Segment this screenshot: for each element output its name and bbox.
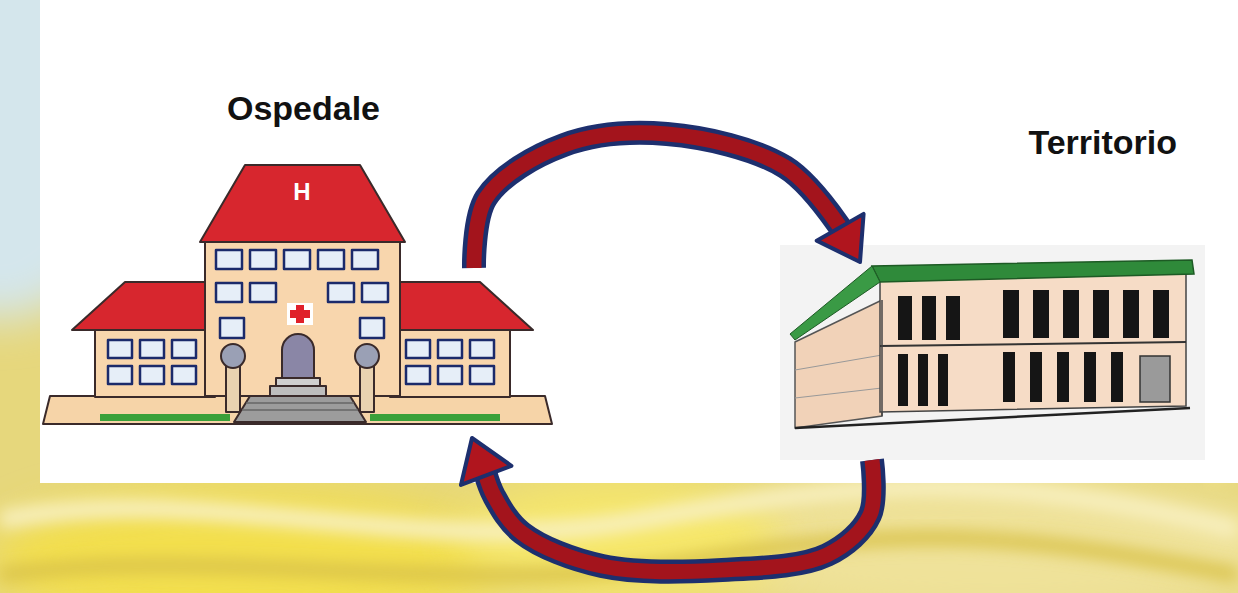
building-illustration-part-part bbox=[1030, 352, 1042, 402]
building-illustration bbox=[780, 245, 1205, 460]
hospital-illustration-part bbox=[270, 386, 326, 396]
arrow-outline bbox=[485, 460, 874, 572]
building-node: Ospedale bbox=[40, 88, 567, 430]
hospital-illustration-part bbox=[360, 362, 374, 412]
building-illustration-part-part bbox=[946, 296, 960, 340]
blurred-ground-part bbox=[0, 488, 1238, 532]
hospital-illustration-part-part bbox=[284, 250, 310, 269]
hospital-illustration-part-part bbox=[140, 366, 164, 384]
roof-letter: H bbox=[293, 180, 310, 204]
hospital-illustration-part bbox=[43, 396, 552, 424]
hospital-illustration-part-part bbox=[216, 283, 242, 302]
hospital-illustration-part bbox=[108, 250, 494, 384]
cycle-arrow bbox=[461, 438, 874, 572]
hospital-illustration-part bbox=[234, 396, 366, 422]
hospital-illustration-part bbox=[226, 362, 240, 412]
arrow-outline bbox=[474, 133, 842, 268]
hospital-illustration-part-part bbox=[108, 340, 132, 358]
building-illustration-part-part bbox=[1123, 290, 1139, 338]
hospital-illustration-part bbox=[200, 165, 405, 242]
building-node: Territorio bbox=[775, 122, 1222, 460]
hospital-illustration-part-part bbox=[362, 283, 388, 302]
building-illustration-part bbox=[898, 290, 1169, 406]
arrow-head bbox=[461, 438, 511, 485]
hospital-illustration-part-part bbox=[406, 340, 430, 358]
building-illustration-part bbox=[795, 355, 882, 370]
building-illustration-part-part bbox=[1063, 290, 1079, 338]
hospital-illustration-part bbox=[287, 303, 313, 325]
hospital-illustration-part-part bbox=[360, 318, 384, 338]
building-illustration-part-part bbox=[1033, 290, 1049, 338]
building-illustration-part-part bbox=[1003, 290, 1019, 338]
arrow-body bbox=[485, 460, 874, 572]
building-illustration-part bbox=[780, 245, 1205, 460]
building-illustration-part bbox=[880, 272, 1186, 412]
hospital-illustration-part-part bbox=[470, 366, 494, 384]
hospital-illustration-part bbox=[95, 325, 215, 397]
arrow-head bbox=[817, 214, 864, 262]
arrow-body bbox=[474, 133, 842, 268]
building-illustration-part-part bbox=[898, 354, 908, 406]
hospital-illustration-part bbox=[100, 414, 230, 421]
building-illustration-part bbox=[1140, 356, 1170, 402]
hospital-illustration-part bbox=[246, 402, 354, 404]
hospital-illustration-part-part bbox=[172, 340, 196, 358]
hospital-illustration-part-part bbox=[352, 250, 378, 269]
hospital-illustration-part-part bbox=[250, 283, 276, 302]
building-illustration-part bbox=[795, 408, 1190, 428]
hospital-illustration-part-part bbox=[328, 283, 354, 302]
building-illustration-part-part bbox=[938, 354, 948, 406]
hospital-illustration-part bbox=[390, 325, 510, 397]
hospital-illustration-part-part bbox=[318, 250, 344, 269]
building-illustration-part-part bbox=[898, 296, 912, 340]
node-label: Ospedale bbox=[40, 88, 567, 128]
hospital-illustration-part-part bbox=[470, 340, 494, 358]
hospital-illustration-part bbox=[221, 344, 245, 368]
hospital-illustration-part-part bbox=[250, 250, 276, 269]
hospital-illustration-part-part bbox=[438, 366, 462, 384]
building-illustration-part-part bbox=[918, 354, 928, 406]
building-illustration-part bbox=[880, 342, 1186, 346]
hospital-illustration-part bbox=[290, 310, 310, 318]
hospital-illustration-part bbox=[282, 334, 314, 378]
building-illustration-part bbox=[790, 266, 880, 340]
hospital-illustration-part-part bbox=[438, 340, 462, 358]
hospital-illustration-part bbox=[242, 409, 358, 411]
hospital-illustration-part-part bbox=[216, 250, 242, 269]
building-illustration-part-part bbox=[1153, 290, 1169, 338]
hospital-illustration-part bbox=[355, 344, 379, 368]
white-panel bbox=[40, 0, 1238, 483]
building-illustration-part bbox=[881, 300, 883, 416]
building-illustration-part bbox=[795, 388, 882, 398]
building-illustration-part-part bbox=[1084, 352, 1096, 402]
hospital-illustration-part-part bbox=[220, 318, 244, 338]
building-illustration-part-part bbox=[1057, 352, 1069, 402]
hospital-illustration-part-part bbox=[406, 366, 430, 384]
building-illustration-part-part bbox=[1093, 290, 1109, 338]
building-illustration-part bbox=[872, 260, 1194, 282]
hospital-illustration-part bbox=[390, 282, 533, 330]
node-label: Territorio bbox=[775, 122, 1177, 162]
cycle-arrow bbox=[474, 133, 864, 268]
building-illustration-part-part bbox=[1111, 352, 1123, 402]
hospital-illustration-part bbox=[370, 414, 500, 421]
hospital-illustration-part-part bbox=[172, 366, 196, 384]
hospital-illustration-part bbox=[276, 378, 320, 386]
hospital-illustration-part bbox=[72, 282, 215, 330]
building-illustration-part-part bbox=[922, 296, 936, 340]
hospital-illustration-part-part bbox=[140, 340, 164, 358]
building-illustration-part-part bbox=[1003, 352, 1015, 402]
hospital-illustration-part-part bbox=[108, 366, 132, 384]
